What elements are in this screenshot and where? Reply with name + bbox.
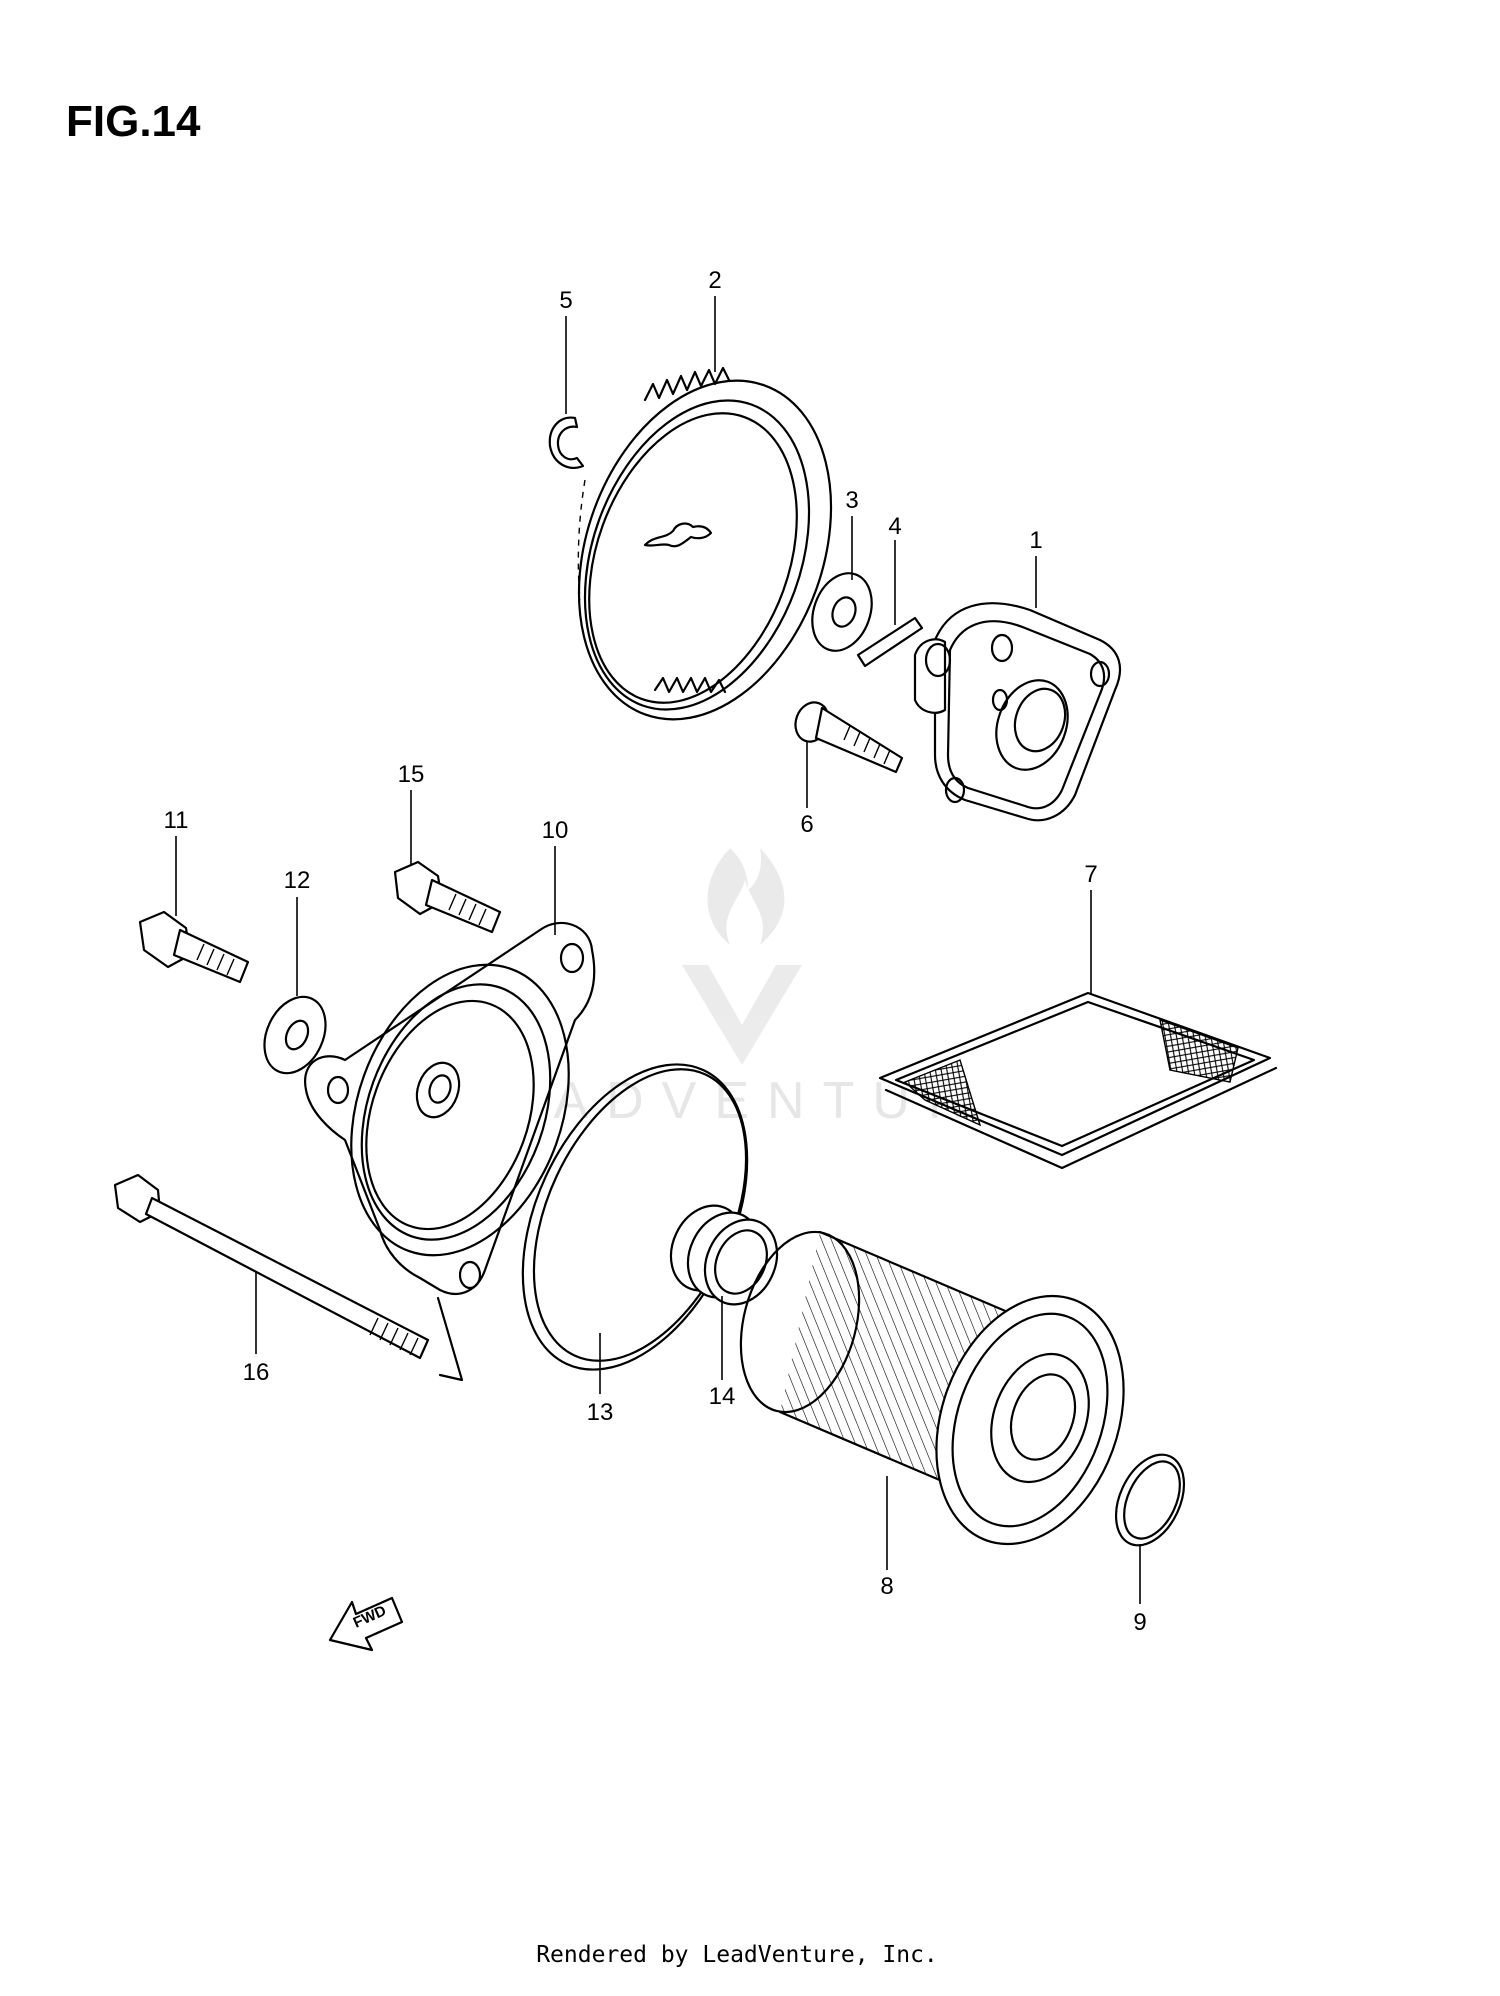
callout-10: 10 bbox=[542, 817, 569, 844]
callout-14: 14 bbox=[709, 1383, 736, 1410]
callout-7: 7 bbox=[1084, 861, 1097, 888]
callout-15: 15 bbox=[398, 761, 425, 788]
footer-credit: Rendered by LeadVenture, Inc. bbox=[536, 1942, 938, 1968]
part-12-washer bbox=[263, 995, 327, 1075]
callout-12: 12 bbox=[284, 867, 311, 894]
part-5-circlip bbox=[548, 416, 585, 469]
part-2-oil-pump-gear bbox=[577, 366, 833, 721]
watermark-logo-icon bbox=[682, 848, 802, 1065]
callout-11: 11 bbox=[164, 807, 189, 834]
callout-5: 5 bbox=[559, 287, 572, 314]
figure-title: FIG.14 bbox=[66, 97, 201, 146]
callout-labels: 1 2 3 4 5 6 7 8 9 10 11 12 13 14 15 16 bbox=[164, 267, 1147, 1636]
part-8-oil-filter bbox=[739, 1230, 1125, 1546]
part-15-bolt bbox=[393, 860, 502, 934]
callout-8: 8 bbox=[880, 1573, 893, 1600]
callout-4: 4 bbox=[888, 513, 901, 540]
part-3-washer bbox=[811, 572, 873, 652]
part-7-gasket bbox=[878, 991, 1278, 1170]
part-14-spring bbox=[669, 1204, 779, 1306]
callout-1: 1 bbox=[1029, 527, 1042, 554]
part-10-filter-cap bbox=[304, 921, 596, 1382]
callout-16: 16 bbox=[243, 1359, 270, 1386]
callout-9: 9 bbox=[1133, 1609, 1146, 1636]
callout-13: 13 bbox=[587, 1399, 614, 1426]
part-6-bolt bbox=[794, 701, 904, 774]
part-1-oil-pump bbox=[913, 602, 1122, 822]
part-11-bolt bbox=[138, 910, 250, 984]
callout-6: 6 bbox=[800, 811, 813, 838]
leader-lines bbox=[175, 296, 1141, 1604]
part-4-pin bbox=[856, 616, 924, 668]
part-9-o-ring bbox=[1114, 1453, 1186, 1547]
callout-3: 3 bbox=[845, 487, 858, 514]
part-16-long-bolt bbox=[113, 1173, 430, 1360]
callout-2: 2 bbox=[708, 267, 721, 294]
fwd-arrow-icon: FWD bbox=[328, 1596, 404, 1652]
